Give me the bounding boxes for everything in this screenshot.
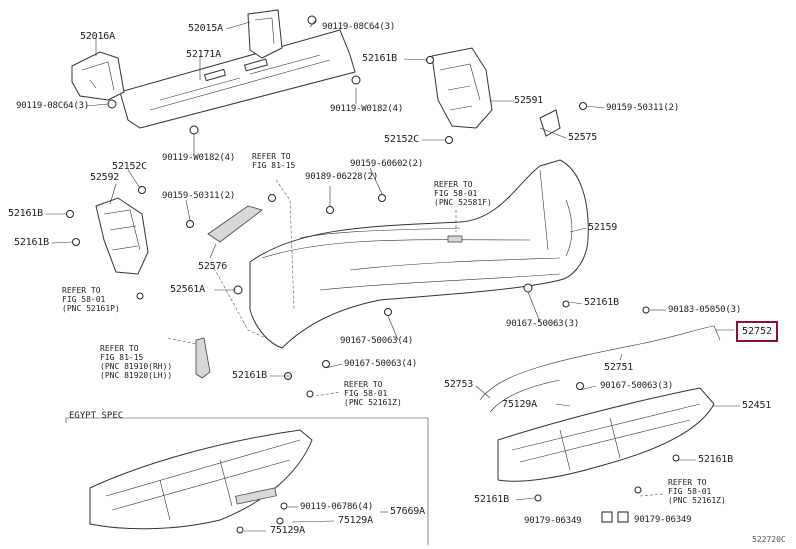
part-label[interactable]: 52592	[90, 172, 120, 183]
part-label[interactable]: 90159-50311(2)	[162, 191, 236, 201]
reference-note[interactable]: REFER TO FIG 58-01 (PNC 52161P)	[62, 286, 120, 313]
reference-leaders	[167, 179, 665, 497]
reference-note[interactable]: REFER TO FIG 81-15 (PNC 81910(RH)) (PNC …	[100, 344, 173, 380]
part-label[interactable]: 52161B	[232, 370, 267, 381]
part-label[interactable]: 90119-08C64(3)	[322, 22, 396, 32]
wire-harness	[479, 325, 721, 401]
part-label[interactable]: 90183-05050(3)	[668, 305, 742, 315]
egypt-spec-label: EGYPT SPEC	[69, 411, 124, 421]
part-label[interactable]: 52591	[514, 95, 544, 106]
part-label[interactable]: 90179-06349	[634, 515, 692, 525]
part-label[interactable]: 75129A	[502, 399, 537, 410]
rear-bumper-cover	[249, 159, 589, 349]
drawing-code: 522720C	[752, 535, 786, 544]
part-label[interactable]: 52161B	[14, 237, 49, 248]
part-label[interactable]: 90119-08C64(3)	[16, 101, 90, 111]
part-label[interactable]: 90167-50063(4)	[344, 359, 418, 369]
part-label[interactable]: 52451	[742, 400, 772, 411]
part-label[interactable]: 90167-50063(3)	[600, 381, 674, 391]
part-label[interactable]: 52015A	[188, 23, 223, 34]
part-label[interactable]: 52159	[588, 222, 618, 233]
part-label[interactable]: 90189-06228(2)	[305, 172, 379, 182]
reference-note[interactable]: REFER TO FIG 58-01 (PNC 52581F)	[434, 180, 492, 207]
bumper-reinforcement	[119, 29, 356, 129]
egypt-spec-frame	[65, 417, 429, 545]
part-label[interactable]: 52753	[444, 379, 474, 390]
side-bracket-left	[95, 197, 149, 275]
part-label[interactable]: 52561A	[170, 284, 205, 295]
part-label[interactable]: 75129A	[270, 525, 305, 536]
part-label[interactable]: 52161B	[584, 297, 619, 308]
part-label[interactable]: 57669A	[390, 506, 425, 517]
small-bracket	[539, 109, 561, 137]
part-label[interactable]: 52575	[568, 132, 598, 143]
reference-note[interactable]: REFER TO FIG 58-01 (PNC 52161Z)	[344, 380, 402, 407]
part-label[interactable]: 90159-60602(2)	[350, 159, 424, 169]
part-label[interactable]: 52161B	[8, 208, 43, 219]
part-label[interactable]: 90119-W0182(4)	[162, 153, 236, 163]
right-end-bracket	[247, 9, 283, 59]
part-label[interactable]: 90167-50063(3)	[506, 319, 580, 329]
lower-diffuser	[497, 387, 715, 482]
leader-lines	[46, 19, 740, 532]
seal-strip	[207, 205, 263, 243]
egypt-lower-cover	[89, 429, 313, 530]
part-label[interactable]: 90159-50311(2)	[606, 103, 680, 113]
part-label[interactable]: 52576	[198, 261, 228, 272]
part-label[interactable]: 52016A	[80, 31, 115, 42]
part-label[interactable]: 90167-50063(4)	[340, 336, 414, 346]
part-label[interactable]: 52171A	[186, 49, 221, 60]
part-label[interactable]: 52161B	[474, 494, 509, 505]
part-label[interactable]: 52751	[604, 362, 634, 373]
bolt-icon	[107, 15, 361, 135]
left-end-bracket	[71, 51, 125, 101]
reflector	[195, 337, 211, 379]
part-label[interactable]: 90119-06786(4)	[300, 502, 374, 512]
part-label[interactable]: 52161B	[698, 454, 733, 465]
part-label[interactable]: 90119-W0182(4)	[330, 104, 404, 114]
clip-icon	[233, 194, 570, 398]
part-label[interactable]: 90179-06349	[524, 516, 582, 526]
part-label[interactable]: 52152C	[384, 134, 419, 145]
highlighted-part-label[interactable]: 52752	[736, 321, 778, 342]
reference-note[interactable]: REFER TO FIG 81-15	[252, 152, 296, 170]
reference-note[interactable]: REFER TO FIG 58-01 (PNC 52161Z)	[668, 478, 726, 505]
part-label[interactable]: 52152C	[112, 161, 147, 172]
part-label[interactable]: 75129A	[338, 515, 373, 526]
upper-side-bracket	[431, 47, 493, 129]
part-label[interactable]: 52161B	[362, 53, 397, 64]
